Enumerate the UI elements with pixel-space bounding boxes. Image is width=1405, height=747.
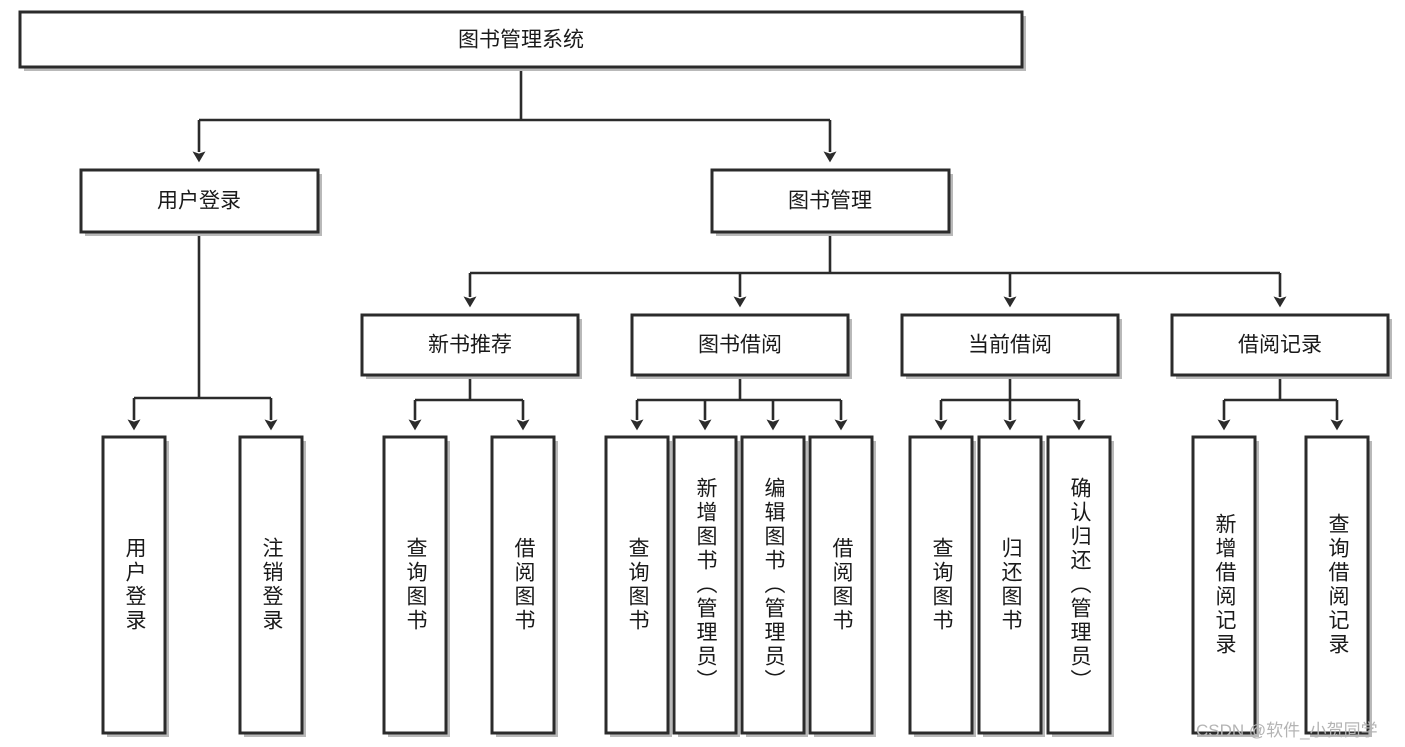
leaf-box-book-borrow-3[interactable] — [808, 435, 874, 735]
leaf-box-current-borrow-1[interactable] — [977, 435, 1043, 735]
leaf-box-book-borrow-1[interactable] — [672, 435, 738, 735]
node-current-borrow-label: 当前借阅 — [968, 334, 1052, 357]
node-user-login-label: 用户登录 — [157, 190, 241, 213]
leaf-box-new-book-rec-0[interactable] — [382, 435, 448, 735]
leaf-box-current-borrow-2[interactable] — [1046, 435, 1112, 735]
leaf-box-borrow-record-1[interactable] — [1304, 435, 1370, 735]
leaf-box-new-book-rec-1[interactable] — [490, 435, 556, 735]
csdn-watermark: CSDN @软件_小贺同学 — [1196, 721, 1378, 740]
node-root-label: 图书管理系统 — [458, 29, 584, 52]
leaf-boxes — [101, 435, 1372, 737]
leaf-box-user-login-1[interactable] — [238, 435, 304, 735]
node-new-book-recommend[interactable]: 新书推荐 — [360, 313, 582, 379]
node-borrow-record-label: 借阅记录 — [1238, 334, 1322, 357]
node-book-management-label: 图书管理 — [788, 190, 872, 213]
node-new-book-recommend-label: 新书推荐 — [428, 334, 512, 357]
leaf-box-user-login-0[interactable] — [101, 435, 167, 735]
node-user-login[interactable]: 用户登录 — [79, 168, 322, 236]
leaf-box-book-borrow-0[interactable] — [604, 435, 670, 735]
node-current-borrow[interactable]: 当前借阅 — [900, 313, 1122, 379]
connectors — [127, 67, 1344, 431]
node-book-borrow[interactable]: 图书借阅 — [630, 313, 852, 379]
node-borrow-record[interactable]: 借阅记录 — [1170, 313, 1392, 379]
node-book-management[interactable]: 图书管理 — [710, 168, 953, 236]
leaf-box-current-borrow-0[interactable] — [908, 435, 974, 735]
leaf-box-book-borrow-2[interactable] — [740, 435, 806, 735]
node-book-borrow-label: 图书借阅 — [698, 334, 782, 357]
leaf-box-borrow-record-0[interactable] — [1191, 435, 1257, 735]
node-root[interactable]: 图书管理系统 — [18, 10, 1026, 71]
